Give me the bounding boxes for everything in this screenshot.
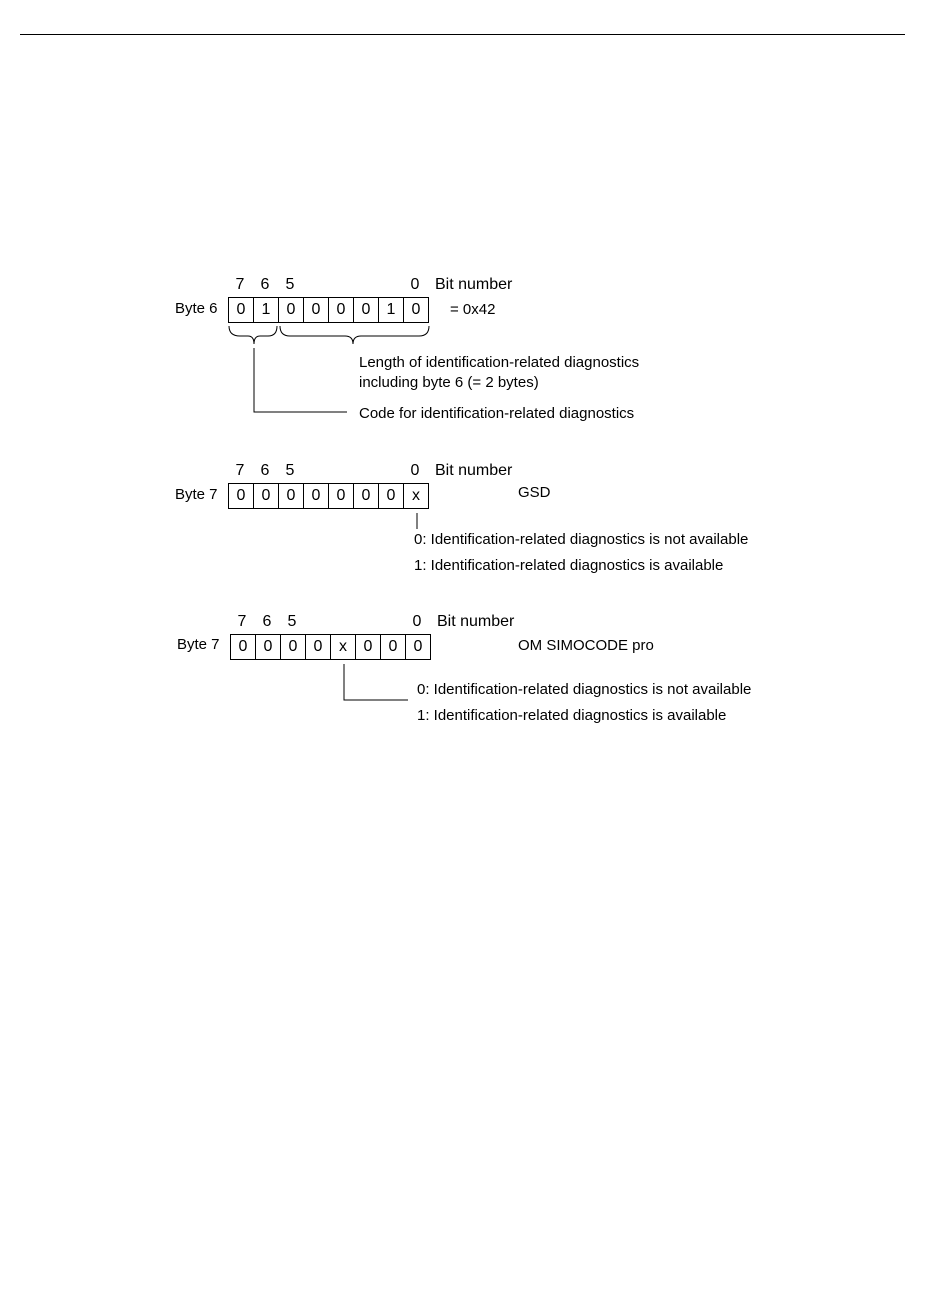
source-label: OM SIMOCODE pro <box>518 637 654 654</box>
length-note-line2: including byte 6 (= 2 bytes) <box>359 374 539 391</box>
bit3-connector <box>343 664 408 701</box>
length-note-line1: Length of identification-related diagnos… <box>359 354 640 371</box>
bit-cell: 1 <box>253 298 278 322</box>
bit-cell: 0 <box>355 635 380 659</box>
bit-number-label: Bit number <box>435 276 513 293</box>
option-0-note: 0: Identification-related diagnostics is… <box>414 531 749 548</box>
bit-cell: 0 <box>255 635 280 659</box>
byte-label: Byte 6 <box>175 300 218 317</box>
bit-cell: 0 <box>405 635 430 659</box>
bit-0-label: 0 <box>410 462 420 479</box>
code-note: Code for identification-related diagnost… <box>359 405 635 422</box>
bit-cell: 0 <box>278 484 303 508</box>
byte-label: Byte 7 <box>175 486 218 503</box>
bit-6-label: 6 <box>260 462 270 479</box>
bit-0-label: 0 <box>412 613 422 630</box>
bit-7-label: 7 <box>235 276 245 293</box>
bit-5-label: 5 <box>285 276 295 293</box>
option-1-note: 1: Identification-related diagnostics is… <box>414 557 724 574</box>
bit-number-label: Bit number <box>435 462 513 479</box>
bit-cell: 0 <box>236 487 246 504</box>
byte-label: Byte 7 <box>177 636 220 653</box>
bit-cell: 0 <box>280 635 305 659</box>
bit-6-label: 6 <box>260 276 270 293</box>
bit-5-label: 5 <box>287 613 297 630</box>
bit-cell: 0 <box>278 298 303 322</box>
bit-cell: 0 <box>403 298 428 322</box>
brace-large <box>279 325 430 345</box>
code-connector <box>253 348 347 413</box>
bit-cell: 0 <box>328 298 353 322</box>
bit-cell: x <box>330 635 355 659</box>
option-1-note: 1: Identification-related diagnostics is… <box>417 707 727 724</box>
bit-cell: 0 <box>378 484 403 508</box>
header-rule <box>20 34 905 35</box>
bit-0-label: 0 <box>410 276 420 293</box>
bit-cell: 0 <box>303 298 328 322</box>
bit-number-label: Bit number <box>437 613 515 630</box>
byte6-register: 0 1 0 0 0 0 1 0 <box>228 297 429 323</box>
bit-7-label: 7 <box>235 462 245 479</box>
bit-cell: x <box>403 484 428 508</box>
source-label: GSD <box>518 484 551 501</box>
bit-6-label: 6 <box>262 613 272 630</box>
bit-5-label: 5 <box>285 462 295 479</box>
byte7-om-register: 0 0 0 0 x 0 0 0 <box>230 634 431 660</box>
bit-cell: 0 <box>238 638 248 655</box>
bit-cell: 0 <box>353 298 378 322</box>
bit-cell: 0 <box>236 301 246 318</box>
hex-value-label: = 0x42 <box>450 301 496 318</box>
option-0-note: 0: Identification-related diagnostics is… <box>417 681 752 698</box>
bit-cell: 0 <box>253 484 278 508</box>
bit-cell: 0 <box>328 484 353 508</box>
bit-cell: 0 <box>353 484 378 508</box>
byte7-gsd-register: 0 0 0 0 0 0 0 x <box>228 483 429 509</box>
bit-cell: 1 <box>378 298 403 322</box>
bit-cell: 0 <box>305 635 330 659</box>
bit-7-label: 7 <box>237 613 247 630</box>
brace-small <box>228 325 278 345</box>
bit-cell: 0 <box>380 635 405 659</box>
bit-cell: 0 <box>303 484 328 508</box>
